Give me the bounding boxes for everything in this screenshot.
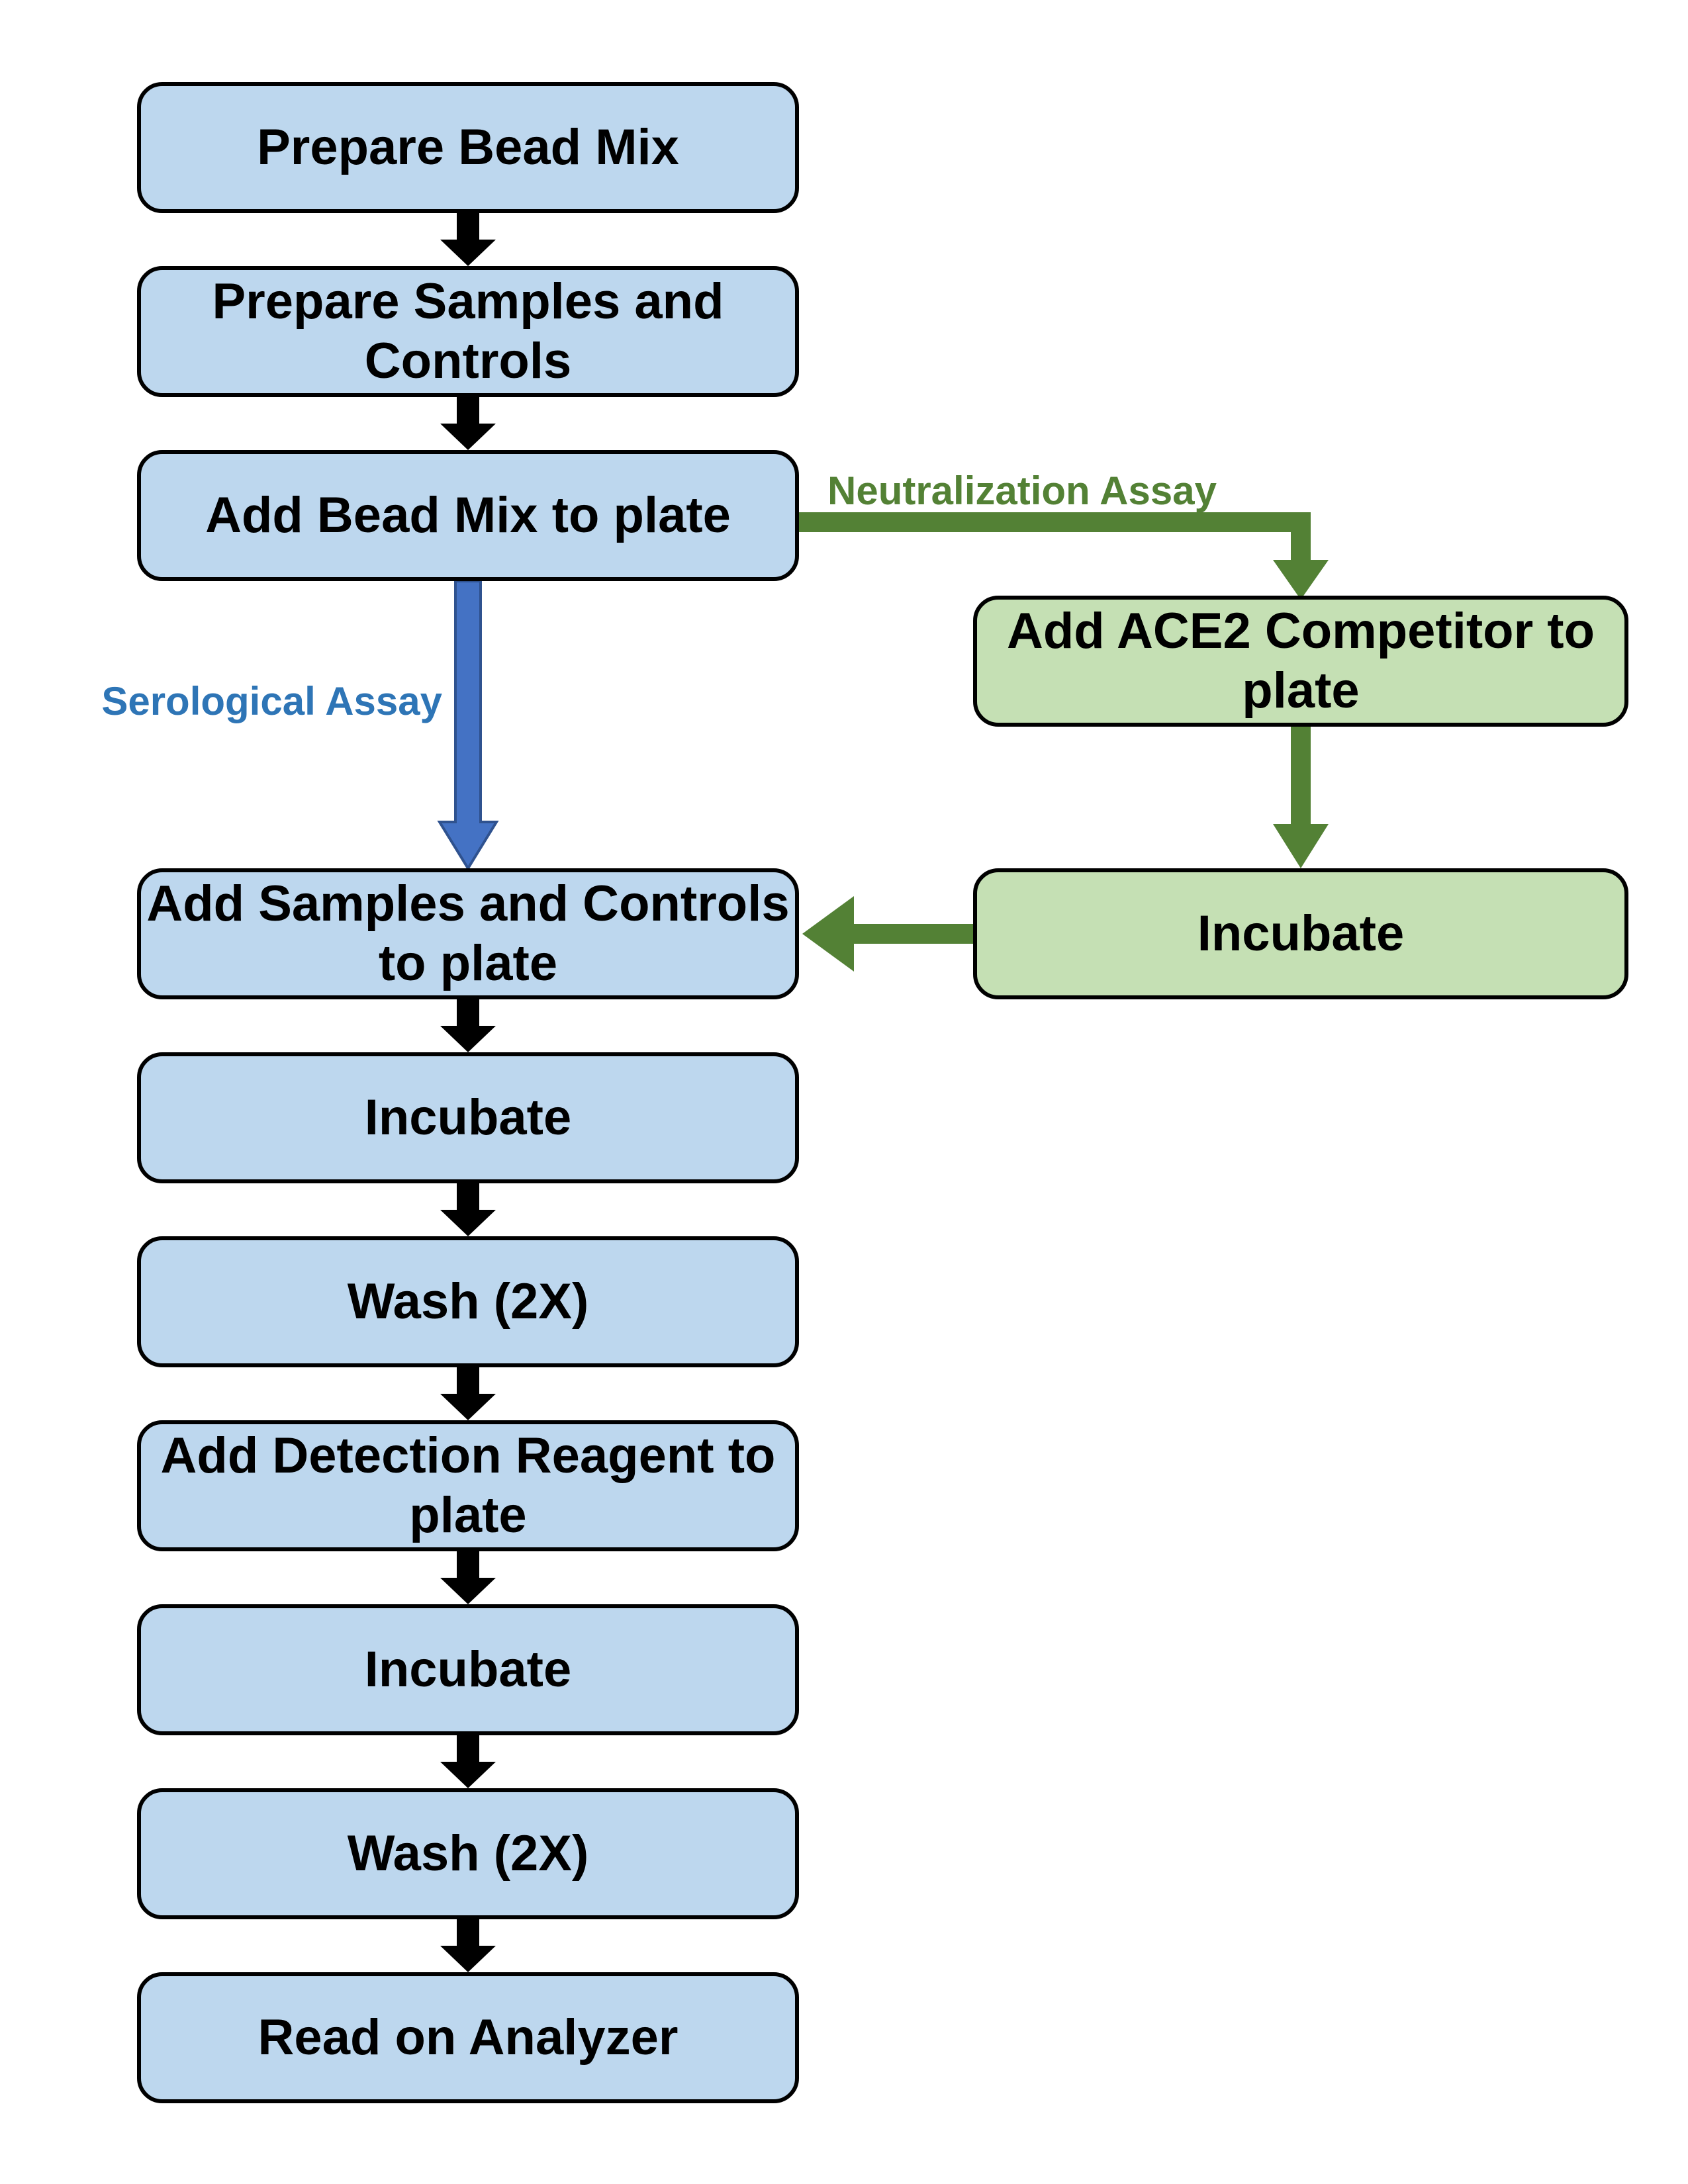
node-wash-2x-2: Wash (2X): [137, 1788, 799, 1919]
node-incubate-1: Incubate: [137, 1052, 799, 1183]
arrow-incubate-to-wash1: [440, 1183, 496, 1236]
node-prepare-bead-mix: Prepare Bead Mix: [137, 82, 799, 213]
node-add-bead-mix-to-plate: Add Bead Mix to plate: [137, 450, 799, 581]
arrow-add-samples-to-incubate: [440, 999, 496, 1052]
arrow-detection-to-incubate2: [440, 1551, 496, 1604]
serological-assay-arrow: [437, 580, 499, 871]
ace2-to-incubate-arrow: [1273, 721, 1329, 868]
arrow-wash2-to-read: [440, 1919, 496, 1972]
arrow-incubate2-to-wash2: [440, 1735, 496, 1788]
arrow-wash1-to-detection: [440, 1367, 496, 1420]
node-add-detection-reagent-to-plate: Add Detection Reagent to plate: [137, 1420, 799, 1551]
arrow-prepare-bead-mix-to-samples: [440, 213, 496, 266]
incubate-to-add-samples-arrow: [802, 896, 973, 972]
node-add-samples-and-controls-to-plate: Add Samples and Controls to plate: [137, 868, 799, 999]
arrow-samples-to-add-bead-mix: [440, 397, 496, 450]
neutralization-elbow-arrow: [799, 512, 1329, 600]
node-incubate-neutralization: Incubate: [973, 868, 1628, 999]
node-incubate-2: Incubate: [137, 1604, 799, 1735]
serological-assay-label: Serological Assay: [101, 679, 442, 723]
node-read-on-analyzer: Read on Analyzer: [137, 1972, 799, 2103]
node-add-ace2-competitor-to-plate: Add ACE2 Competitor to plate: [973, 596, 1628, 727]
node-wash-2x-1: Wash (2X): [137, 1236, 799, 1367]
node-prepare-samples-and-controls: Prepare Samples and Controls: [137, 266, 799, 397]
neutralization-assay-label: Neutralization Assay: [827, 469, 1217, 513]
